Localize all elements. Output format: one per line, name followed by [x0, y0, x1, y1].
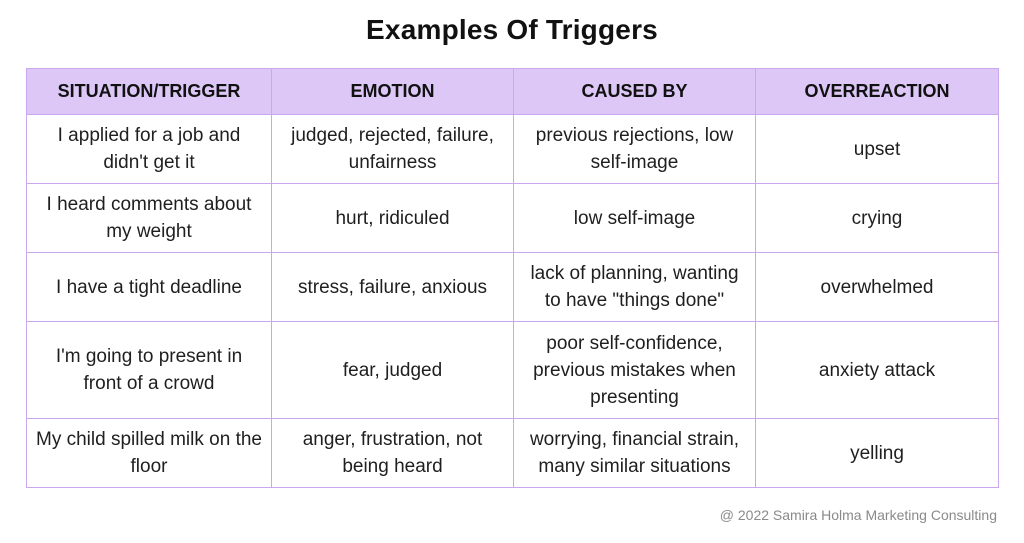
table-header-row: SITUATION/TRIGGER EMOTION CAUSED BY OVER… — [26, 68, 999, 115]
cell-situation: I heard comments about my weight — [26, 183, 272, 253]
page-title: Examples Of Triggers — [366, 14, 658, 45]
cell-situation: My child spilled milk on the floor — [26, 418, 272, 488]
table-row: I'm going to present in front of a crowd… — [26, 321, 999, 419]
table-row: I heard comments about my weight hurt, r… — [26, 183, 999, 253]
cell-caused-by: worrying, financial strain, many similar… — [513, 418, 756, 488]
cell-caused-by: previous rejections, low self-image — [513, 114, 756, 184]
cell-emotion: fear, judged — [271, 321, 514, 419]
cell-overreaction: crying — [755, 183, 999, 253]
cell-caused-by: poor self-confidence, previous mistakes … — [513, 321, 756, 419]
table-row: My child spilled milk on the floor anger… — [26, 418, 999, 488]
cell-situation: I'm going to present in front of a crowd — [26, 321, 272, 419]
cell-emotion: judged, rejected, failure, unfairness — [271, 114, 514, 184]
cell-emotion: hurt, ridiculed — [271, 183, 514, 253]
cell-caused-by: lack of planning, wanting to have "thing… — [513, 252, 756, 322]
cell-overreaction: overwhelmed — [755, 252, 999, 322]
copyright-footer: @ 2022 Samira Holma Marketing Consulting — [719, 507, 997, 523]
cell-caused-by: low self-image — [513, 183, 756, 253]
header-caused-by: CAUSED BY — [513, 68, 756, 115]
header-situation-trigger: SITUATION/TRIGGER — [26, 68, 272, 115]
cell-overreaction: upset — [755, 114, 999, 184]
header-overreaction: OVERREACTION — [755, 68, 999, 115]
table-row: I have a tight deadline stress, failure,… — [26, 252, 999, 322]
cell-emotion: anger, frustration, not being heard — [271, 418, 514, 488]
cell-situation: I have a tight deadline — [26, 252, 272, 322]
table-row: I applied for a job and didn't get it ju… — [26, 114, 999, 184]
cell-overreaction: anxiety attack — [755, 321, 999, 419]
cell-emotion: stress, failure, anxious — [271, 252, 514, 322]
triggers-table: SITUATION/TRIGGER EMOTION CAUSED BY OVER… — [26, 68, 999, 488]
header-emotion: EMOTION — [271, 68, 514, 115]
cell-overreaction: yelling — [755, 418, 999, 488]
cell-situation: I applied for a job and didn't get it — [26, 114, 272, 184]
